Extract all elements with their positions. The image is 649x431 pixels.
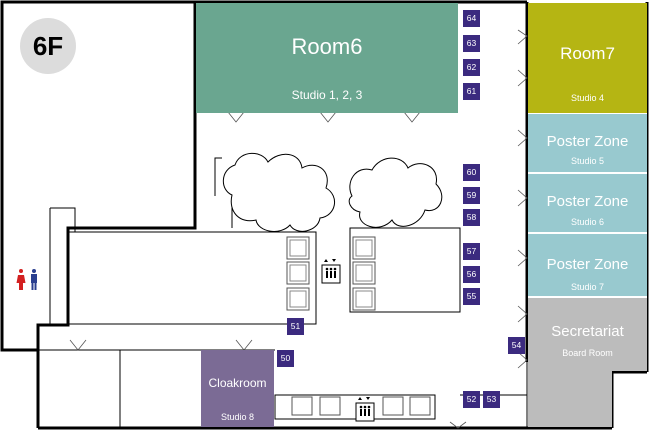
booth-60[interactable]: 60	[463, 164, 480, 181]
room6-title: Room6	[291, 34, 363, 59]
poster-zone-6-block[interactable]	[528, 174, 647, 232]
secretariat-title: Secretariat	[551, 323, 624, 340]
poster-zone-5-block[interactable]	[528, 114, 647, 172]
room6-block[interactable]	[196, 3, 458, 113]
poster-zone-6-title: Poster Zone	[546, 193, 629, 210]
booth-63[interactable]: 63	[463, 35, 480, 52]
poster-zone-6-subtitle: Studio 6	[570, 217, 605, 227]
booth-62[interactable]: 62	[463, 59, 480, 76]
booth-50[interactable]: 50	[277, 350, 294, 367]
restroom-icon	[16, 268, 40, 292]
poster-zone-7-subtitle: Studio 7	[570, 282, 605, 292]
poster-zone-7-block[interactable]	[528, 234, 647, 296]
booth-55[interactable]: 55	[463, 288, 480, 305]
booth-53[interactable]: 53	[483, 391, 500, 408]
poster-zone-5-title: Poster Zone	[546, 133, 629, 150]
room7-title: Room7	[560, 44, 615, 63]
poster-zone-5-subtitle: Studio 5	[570, 156, 605, 166]
booth-59[interactable]: 59	[463, 187, 480, 204]
room7-block[interactable]	[528, 3, 647, 113]
room6-subtitle: Studio 1, 2, 3	[291, 88, 363, 102]
booth-52[interactable]: 52	[463, 391, 480, 408]
poster-zone-7-title: Poster Zone	[546, 256, 629, 273]
booth-61[interactable]: 61	[463, 83, 480, 100]
booth-64[interactable]: 64	[463, 10, 480, 27]
cloakroom-title: Cloakroom	[208, 376, 267, 390]
floor-badge: 6F	[20, 18, 76, 74]
booth-54[interactable]: 54	[508, 337, 525, 354]
booth-57[interactable]: 57	[463, 243, 480, 260]
secretariat-lower	[528, 371, 612, 427]
cloakroom-subtitle: Studio 8	[220, 412, 255, 422]
booth-58[interactable]: 58	[463, 209, 480, 226]
booth-56[interactable]: 56	[463, 266, 480, 283]
room7-subtitle: Studio 4	[570, 93, 605, 103]
cloakroom-block[interactable]	[201, 350, 274, 427]
elevator-icon	[355, 396, 375, 422]
secretariat-block[interactable]	[528, 298, 647, 371]
secretariat-subtitle: Board Room	[562, 348, 613, 358]
booth-51[interactable]: 51	[287, 318, 304, 335]
elevator-icon	[321, 258, 341, 284]
